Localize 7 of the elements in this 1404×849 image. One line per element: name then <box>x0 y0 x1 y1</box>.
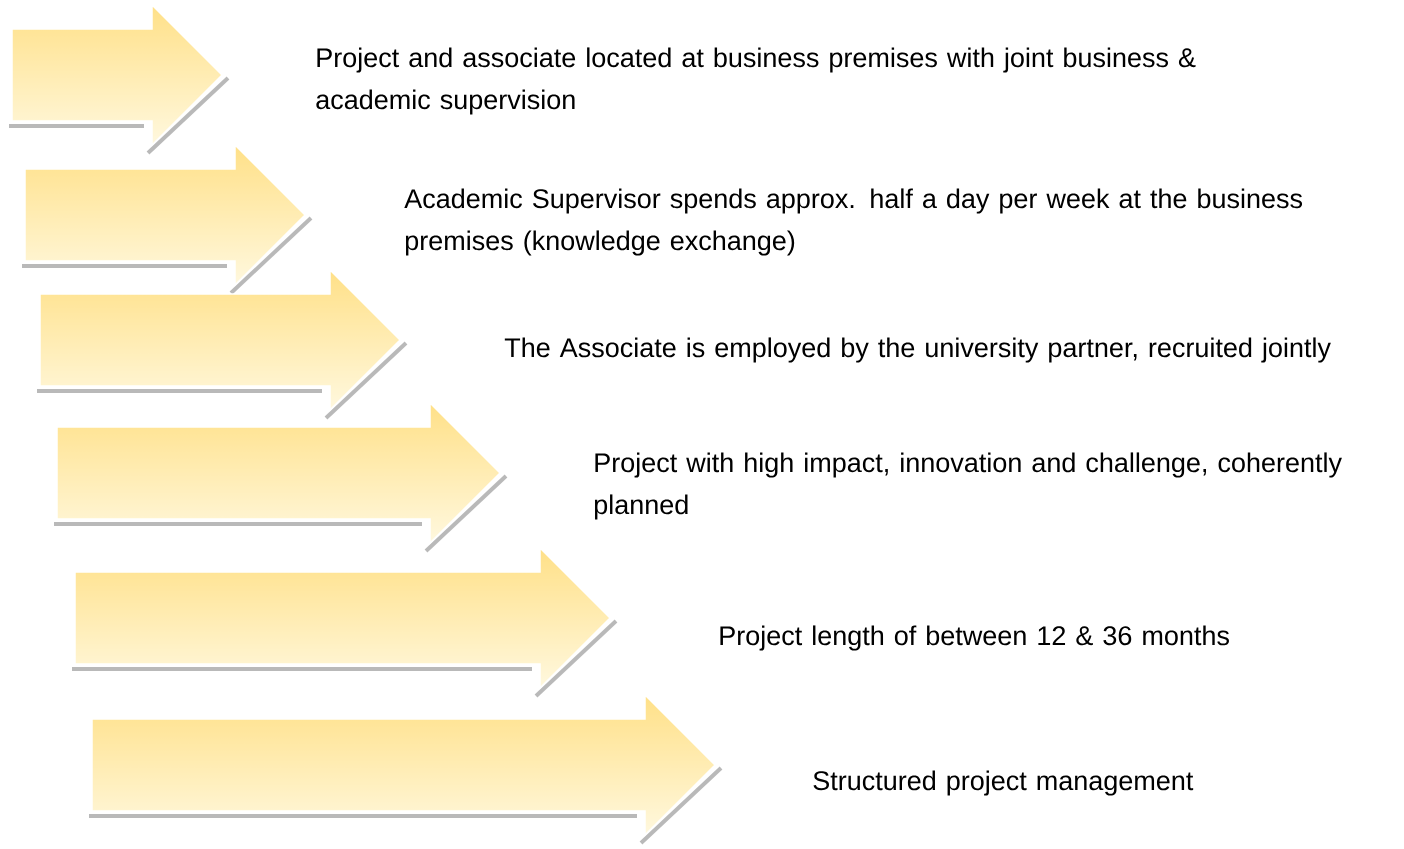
arrow-shape <box>54 401 508 553</box>
arrow-shape <box>37 268 408 420</box>
arrow-shape <box>89 693 723 845</box>
arrow-shape <box>9 3 230 155</box>
description-text: Structured project management <box>813 770 1194 796</box>
arrow-shape <box>72 546 618 698</box>
arrow-shape <box>22 143 313 295</box>
